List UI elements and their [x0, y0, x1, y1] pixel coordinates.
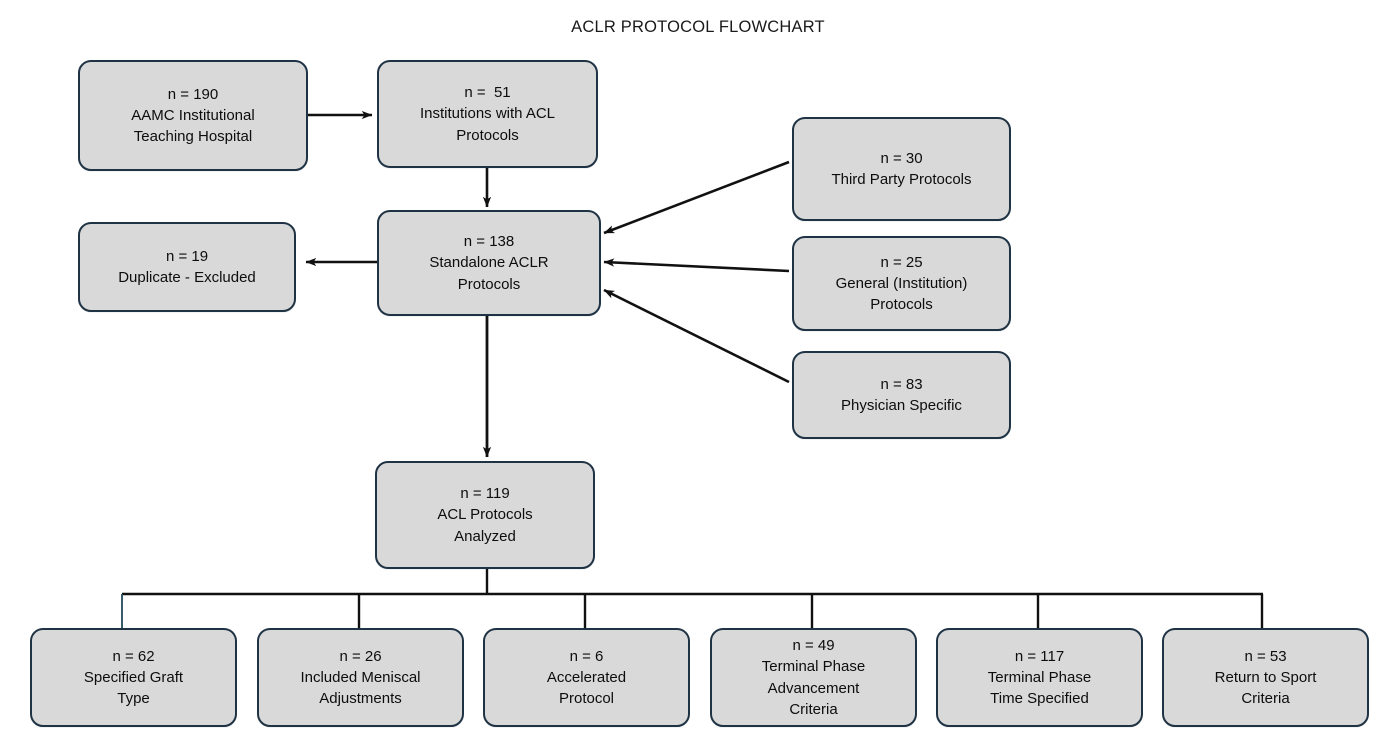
node-meniscal-line-0: n = 26	[339, 647, 382, 665]
node-institutions-line-2: Protocols	[456, 126, 519, 144]
node-thirdparty-line-0: n = 30	[880, 149, 923, 167]
node-accelerated-line-1: Accelerated	[546, 668, 627, 686]
node-duplicate-line-0: n = 19	[165, 247, 209, 265]
node-physician-line-1: Physician Specific	[841, 397, 962, 414]
node-standalone-line-0: n = 138	[463, 233, 515, 251]
node-timespec-line-0: n = 117	[1014, 647, 1065, 665]
node-rts-line-2: Criteria	[1241, 690, 1290, 708]
node-timespec[interactable]: n = 117 Terminal Phase Time Specified	[936, 628, 1143, 727]
page-title: ACLR PROTOCOL FLOWCHART	[571, 18, 825, 36]
node-graft[interactable]: n = 62 Specified Graft Type	[30, 628, 237, 727]
node-graft-line-2: Type	[117, 690, 150, 708]
node-aamc-line-0: n = 190	[167, 85, 219, 103]
node-thirdparty[interactable]: n = 30 Third Party Protocols	[792, 117, 1011, 221]
node-aamc-line-2: Teaching Hospital	[133, 128, 253, 146]
node-accelerated-line-2: Protocol	[558, 690, 615, 708]
node-advancement[interactable]: n = 49 Terminal Phase Advancement Criter…	[710, 628, 917, 727]
node-general-line-1: General (Institution)	[835, 274, 968, 292]
node-aamc[interactable]: n = 190 AAMC Institutional Teaching Hosp…	[78, 60, 308, 171]
node-institutions-line-0: n = 51	[464, 84, 511, 102]
node-graft-line-0: n = 62	[112, 647, 155, 665]
node-timespec-line-2: Time Specified	[990, 690, 1089, 708]
node-institutions[interactable]: n = 51 Institutions with ACL Protocols	[377, 60, 598, 168]
node-standalone[interactable]: n = 138 Standalone ACLR Protocols	[377, 210, 601, 316]
node-graft-line-1: Specified Graft	[83, 668, 184, 686]
node-advancement-line-3: Criteria	[789, 700, 838, 718]
node-standalone-line-1: Standalone ACLR	[429, 254, 549, 272]
node-physician-line-0: n = 83	[880, 375, 923, 393]
node-physician[interactable]: n = 83 Physician Specific	[792, 351, 1011, 439]
node-advancement-line-0: n = 49	[792, 636, 835, 654]
node-advancement-line-2: Advancement	[767, 679, 860, 697]
node-rts[interactable]: n = 53 Return to Sport Criteria	[1162, 628, 1369, 727]
node-aamc-line-1: AAMC Institutional	[131, 106, 255, 124]
node-rts-line-0: n = 53	[1244, 647, 1287, 665]
edge-thirdparty-to-standalone	[603, 160, 790, 235]
node-advancement-line-1: Terminal Phase	[761, 658, 866, 676]
node-duplicate-line-1: Duplicate - Excluded	[118, 269, 256, 286]
node-analyzed[interactable]: n = 119 ACL Protocols Analyzed	[375, 461, 595, 569]
node-standalone-line-2: Protocols	[457, 275, 521, 293]
node-thirdparty-line-1: Third Party Protocols	[831, 171, 972, 188]
edge-physician-to-standalone	[603, 288, 790, 384]
node-duplicate[interactable]: n = 19 Duplicate - Excluded	[78, 222, 296, 312]
edge-general-to-standalone	[603, 258, 790, 273]
node-analyzed-line-0: n = 119	[460, 485, 510, 503]
node-timespec-line-1: Terminal Phase	[987, 668, 1092, 686]
node-general[interactable]: n = 25 General (Institution) Protocols	[792, 236, 1011, 331]
node-rts-line-1: Return to Sport	[1214, 668, 1317, 686]
node-meniscal-line-1: Included Meniscal	[300, 668, 421, 686]
node-meniscal[interactable]: n = 26 Included Meniscal Adjustments	[257, 628, 464, 727]
node-institutions-line-1: Institutions with ACL	[419, 105, 556, 123]
node-meniscal-line-2: Adjustments	[319, 690, 402, 708]
node-analyzed-line-1: ACL Protocols	[437, 506, 533, 524]
node-general-line-2: Protocols	[870, 296, 933, 314]
node-accelerated[interactable]: n = 6 Accelerated Protocol	[483, 628, 690, 727]
node-general-line-0: n = 25	[880, 253, 923, 271]
node-analyzed-line-2: Analyzed	[454, 527, 516, 545]
node-accelerated-line-0: n = 6	[569, 647, 604, 665]
